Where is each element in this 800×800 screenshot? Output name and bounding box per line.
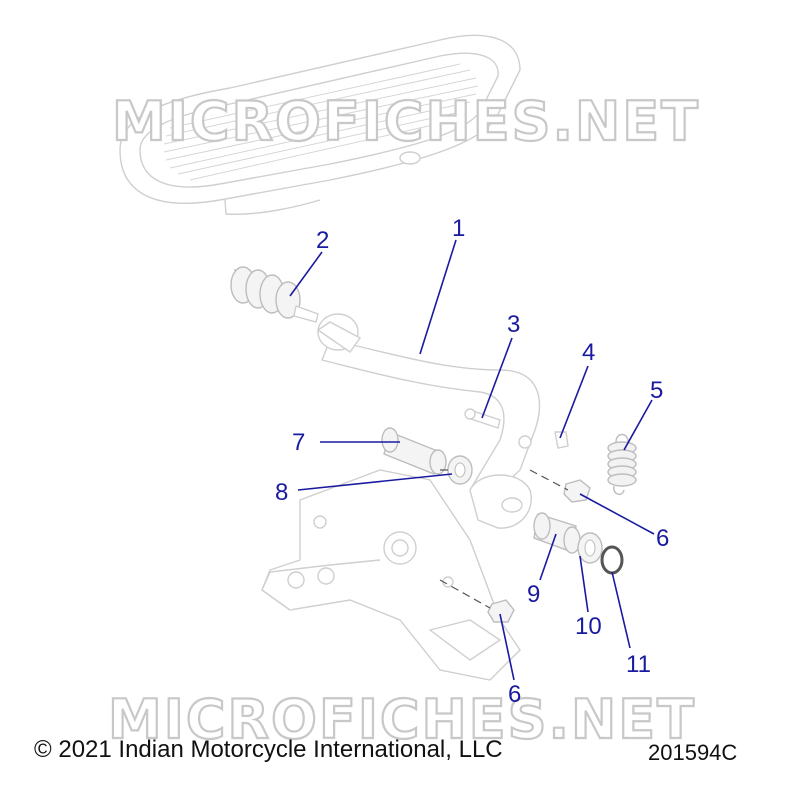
callout-6-upper: 6 bbox=[656, 525, 669, 552]
callout-6-lower: 6 bbox=[508, 681, 521, 708]
pivot-pin bbox=[464, 408, 501, 429]
callout-11: 11 bbox=[626, 651, 651, 678]
brake-pedal bbox=[316, 313, 541, 529]
callout-5: 5 bbox=[650, 377, 663, 404]
washer-upper bbox=[447, 455, 473, 485]
bushing-upper bbox=[381, 427, 447, 475]
callout-2: 2 bbox=[316, 227, 329, 254]
bushing-lower bbox=[533, 512, 581, 554]
leader-lines bbox=[289, 239, 655, 681]
nut-upper bbox=[563, 479, 591, 503]
callout-7: 7 bbox=[292, 429, 305, 456]
callout-8: 8 bbox=[275, 479, 288, 506]
footer-copyright: © 2021 Indian Motorcycle International, … bbox=[34, 736, 503, 763]
bolt-lower bbox=[487, 599, 515, 623]
callout-9: 9 bbox=[527, 581, 540, 608]
return-spring bbox=[607, 433, 637, 496]
snap-ring bbox=[600, 545, 624, 575]
callout-1: 1 bbox=[452, 215, 465, 242]
callout-4: 4 bbox=[582, 339, 595, 366]
floorboard bbox=[119, 34, 521, 215]
watermark-top: MICROFICHES.NET bbox=[112, 90, 700, 153]
callout-10: 10 bbox=[575, 613, 602, 640]
washer-lower bbox=[577, 532, 603, 564]
watermark-bottom: MICROFICHES.NET bbox=[108, 688, 696, 751]
footer-diagram-code: 201594C bbox=[648, 740, 738, 765]
assembly-lines bbox=[439, 469, 569, 609]
callout-3: 3 bbox=[507, 311, 520, 338]
bracket bbox=[261, 469, 521, 681]
